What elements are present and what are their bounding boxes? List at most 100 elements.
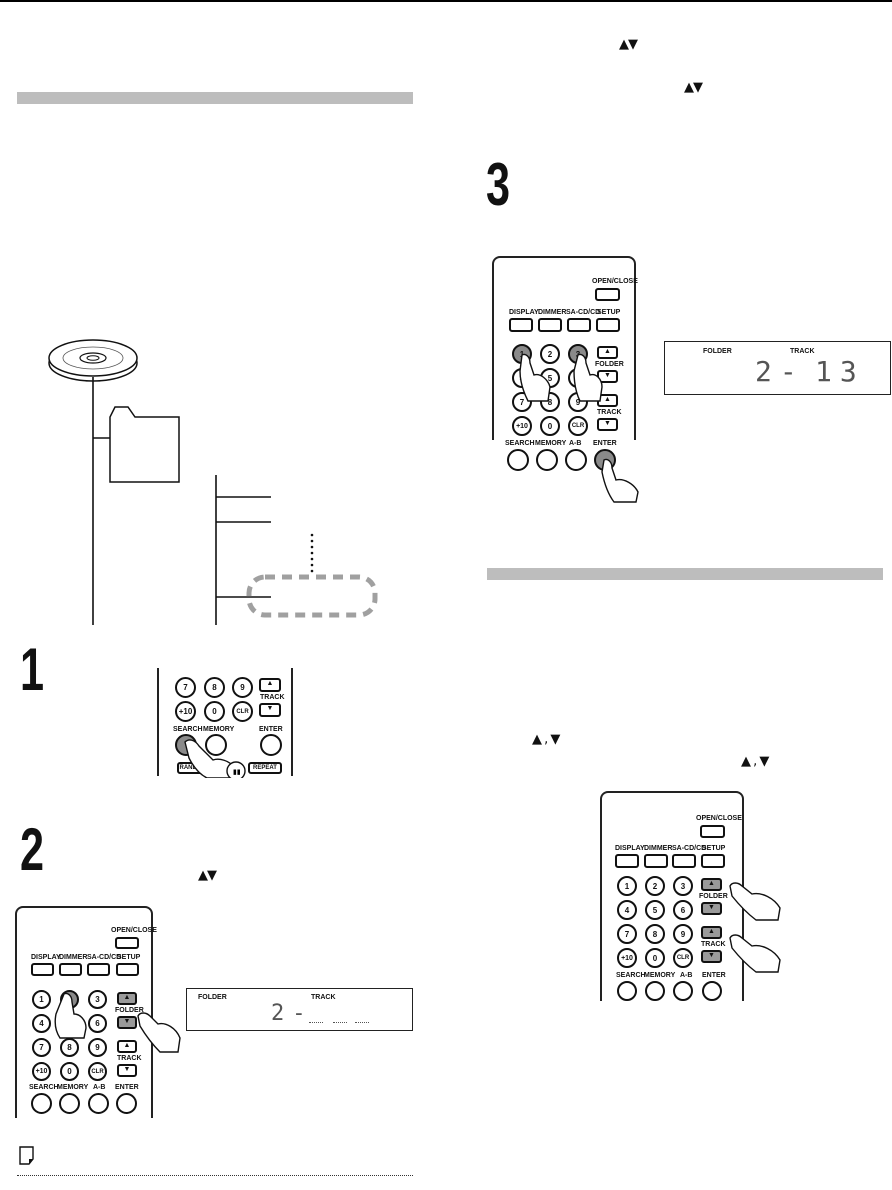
memory-button[interactable]: [536, 449, 558, 471]
track-down-button[interactable]: ▼: [117, 1064, 137, 1077]
enter-button[interactable]: [702, 981, 722, 1001]
button-1[interactable]: 1: [617, 876, 637, 896]
button-9[interactable]: 9: [232, 677, 253, 698]
display-blank-digit: [309, 1022, 323, 1023]
clr-button[interactable]: CLR: [232, 701, 253, 722]
sacd-label: SA-CD/CD: [672, 845, 707, 852]
memory-button[interactable]: [645, 981, 665, 1001]
button-plus10[interactable]: +10: [617, 948, 637, 968]
button-0[interactable]: 0: [540, 416, 560, 436]
track-down-button[interactable]: ▼: [701, 950, 722, 963]
button-8[interactable]: 8: [204, 677, 225, 698]
button-2[interactable]: 2: [540, 344, 560, 364]
dimmer-button[interactable]: [644, 854, 668, 868]
button-plus10[interactable]: +10: [512, 416, 532, 436]
folder-down-button[interactable]: ▼: [117, 1016, 137, 1029]
track-down-button[interactable]: ▼: [259, 703, 281, 717]
ab-label: A-B: [680, 972, 693, 979]
button-0[interactable]: 0: [204, 701, 225, 722]
button-0[interactable]: 0: [60, 1062, 79, 1081]
hand-pointing-icon: [729, 882, 781, 921]
ab-button[interactable]: [88, 1093, 109, 1114]
display-blank-digit: [333, 1022, 347, 1023]
setup-button[interactable]: [701, 854, 725, 868]
button-3[interactable]: 3: [88, 990, 107, 1009]
button-8[interactable]: 8: [645, 924, 665, 944]
display-track-label: TRACK: [311, 994, 336, 1001]
button-2[interactable]: 2: [645, 876, 665, 896]
button-7[interactable]: 7: [32, 1038, 51, 1057]
remote-step2: OPEN/CLOSE DISPLAY DIMMER SA-CD/CD SETUP…: [15, 906, 157, 1118]
search-button[interactable]: [31, 1093, 52, 1114]
display-button[interactable]: [509, 318, 533, 332]
button-6[interactable]: 6: [673, 900, 693, 920]
search-button[interactable]: [507, 449, 529, 471]
dimmer-button[interactable]: [59, 963, 82, 976]
folder-up-button[interactable]: ▲: [597, 346, 618, 359]
open-close-button[interactable]: [700, 825, 725, 838]
ab-label: A-B: [93, 1084, 106, 1091]
display-panel-step2: FOLDER TRACK 2-: [186, 988, 413, 1031]
track-down-button[interactable]: ▼: [597, 418, 618, 431]
dimmer-label: DIMMER: [644, 845, 673, 852]
section-bar-left: [17, 92, 413, 104]
sacd-button[interactable]: [567, 318, 591, 332]
display-button[interactable]: [615, 854, 639, 868]
button-9[interactable]: 9: [673, 924, 693, 944]
clr-button[interactable]: CLR: [673, 948, 693, 968]
disc-icon: [48, 339, 138, 382]
track-up-button[interactable]: ▲: [259, 678, 281, 692]
step2-folder-arrows: ▲▼: [198, 868, 217, 883]
dimmer-button[interactable]: [538, 318, 562, 332]
button-3[interactable]: 3: [673, 876, 693, 896]
memory-button[interactable]: [59, 1093, 80, 1114]
enter-button[interactable]: [116, 1093, 137, 1114]
enter-button[interactable]: [260, 734, 282, 756]
button-6[interactable]: 6: [88, 1014, 107, 1033]
folder-icon: [109, 406, 180, 483]
folder-down-button[interactable]: ▼: [701, 902, 722, 915]
button-7[interactable]: 7: [175, 677, 196, 698]
button-1[interactable]: 1: [32, 990, 51, 1009]
setup-button[interactable]: [596, 318, 620, 332]
dimmer-label: DIMMER: [538, 309, 567, 316]
button-9[interactable]: 9: [88, 1038, 107, 1057]
highlighted-track-frame: [246, 574, 378, 618]
lower-right-arrows-b: ▲ , ▼: [741, 754, 769, 769]
sacd-button[interactable]: [672, 854, 696, 868]
sacd-label: SA-CD/CD: [566, 309, 601, 316]
setup-button[interactable]: [116, 963, 139, 976]
display-label: DISPLAY: [509, 309, 539, 316]
enter-label: ENTER: [593, 440, 617, 447]
clr-button[interactable]: CLR: [568, 416, 588, 436]
track-up-button[interactable]: ▲: [117, 1040, 137, 1053]
button-4[interactable]: 4: [32, 1014, 51, 1033]
folder-up-button[interactable]: ▲: [701, 878, 722, 891]
clr-button[interactable]: CLR: [88, 1062, 107, 1081]
folder-up-button[interactable]: ▲: [117, 992, 137, 1005]
button-4[interactable]: 4: [617, 900, 637, 920]
folder-label: FOLDER: [595, 361, 624, 368]
button-5[interactable]: 5: [645, 900, 665, 920]
ab-button[interactable]: [565, 449, 587, 471]
display-track-value: 13: [815, 355, 865, 388]
button-0[interactable]: 0: [645, 948, 665, 968]
button-8[interactable]: 8: [60, 1038, 79, 1057]
track-up-button[interactable]: ▲: [701, 926, 722, 939]
memory-button[interactable]: [205, 734, 227, 756]
search-button[interactable]: [617, 981, 637, 1001]
display-label: DISPLAY: [31, 954, 61, 961]
remote-folder-track: OPEN/CLOSE DISPLAY DIMMER SA-CD/CD SETUP…: [600, 791, 744, 1001]
repeat-button[interactable]: REPEAT: [248, 762, 282, 774]
open-close-button[interactable]: [115, 937, 139, 949]
display-button[interactable]: [31, 963, 54, 976]
sacd-label: SA-CD/CD: [87, 954, 122, 961]
hand-pointing-icon: [54, 992, 87, 1039]
button-plus10[interactable]: +10: [175, 701, 196, 722]
button-plus10[interactable]: +10: [32, 1062, 51, 1081]
ab-button[interactable]: [673, 981, 693, 1001]
sacd-button[interactable]: [87, 963, 110, 976]
open-close-button[interactable]: [595, 288, 620, 301]
top-right-arrows-b: ▲▼: [684, 80, 703, 95]
button-7[interactable]: 7: [617, 924, 637, 944]
